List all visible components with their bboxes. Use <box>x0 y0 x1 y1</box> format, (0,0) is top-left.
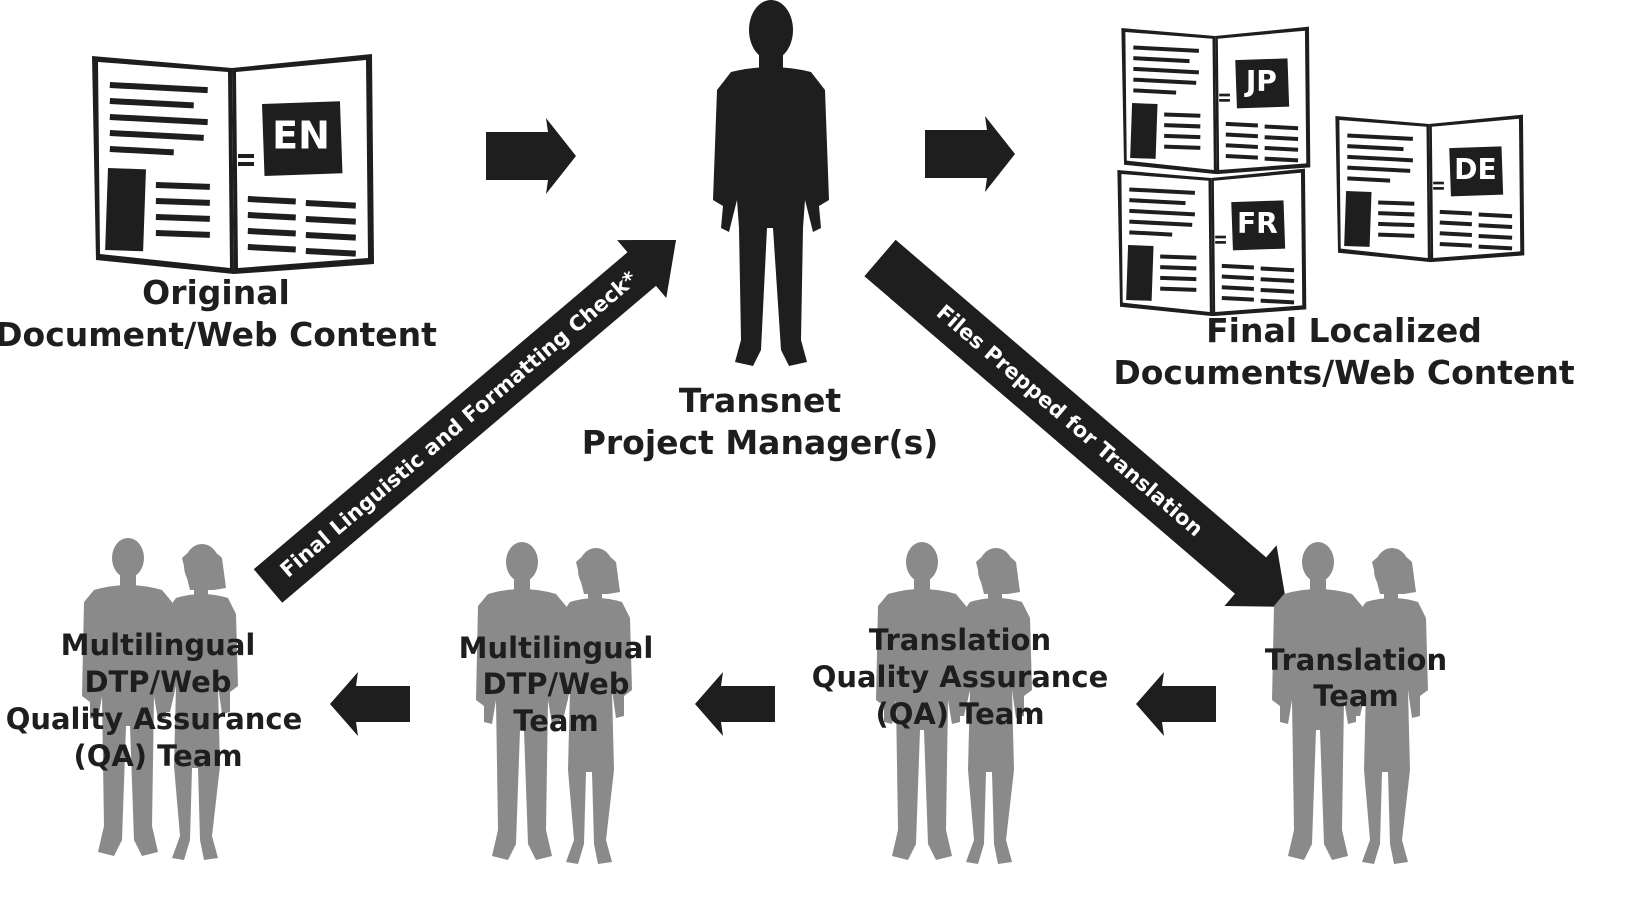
dtp-team-silhouette <box>476 542 632 864</box>
svg-text:Translation: Translation <box>869 623 1051 657</box>
svg-text:Multilingual: Multilingual <box>61 628 256 662</box>
svg-text:Translation: Translation <box>1265 643 1447 677</box>
arrow-left-icon <box>695 672 775 736</box>
lang-de-tag: DE <box>1454 153 1497 186</box>
original-label-line1: Original <box>142 273 290 312</box>
files-prepped-label: Files Prepped for Translation <box>932 300 1208 541</box>
localized-document-jp-icon: JP <box>1121 27 1310 174</box>
svg-text:(QA) Team: (QA) Team <box>73 739 242 773</box>
lang-fr-tag: FR <box>1237 207 1278 240</box>
arrow-left-icon <box>330 672 410 736</box>
svg-text:Multilingual: Multilingual <box>459 631 654 665</box>
dtp-qa-team-silhouette <box>82 538 238 860</box>
dtp-qa-team-label: Multilingual DTP/Web Quality Assurance (… <box>6 628 303 773</box>
arrow-right-icon <box>925 116 1015 192</box>
localized-document-de-icon: DE <box>1335 115 1524 262</box>
svg-text:Quality Assurance: Quality Assurance <box>6 702 303 736</box>
svg-text:Team: Team <box>513 704 598 738</box>
localized-document-fr-icon: FR <box>1117 169 1306 316</box>
arrow-right-icon <box>486 118 576 194</box>
final-label-line1: Final Localized <box>1206 311 1482 350</box>
original-document-icon: EN <box>92 54 374 274</box>
final-check-arrow: Final Linguistic and Formatting Check* <box>243 211 700 615</box>
pm-label-line1: Transnet <box>679 381 841 420</box>
svg-text:Team: Team <box>1313 679 1398 713</box>
svg-text:Quality Assurance: Quality Assurance <box>812 660 1109 694</box>
original-label-line2: Document/Web Content <box>0 315 437 354</box>
svg-text:DTP/Web: DTP/Web <box>482 667 629 701</box>
final-label-line2: Documents/Web Content <box>1113 353 1575 392</box>
svg-text:DTP/Web: DTP/Web <box>84 665 231 699</box>
translation-qa-team-label: Translation Quality Assurance (QA) Team <box>812 623 1109 731</box>
pm-label-line2: Project Manager(s) <box>582 423 939 462</box>
svg-text:(QA) Team: (QA) Team <box>875 697 1044 731</box>
lang-jp-tag: JP <box>1244 65 1277 98</box>
project-manager-silhouette <box>713 0 829 366</box>
lang-en-tag: EN <box>272 114 330 158</box>
arrow-left-icon <box>1136 672 1216 736</box>
